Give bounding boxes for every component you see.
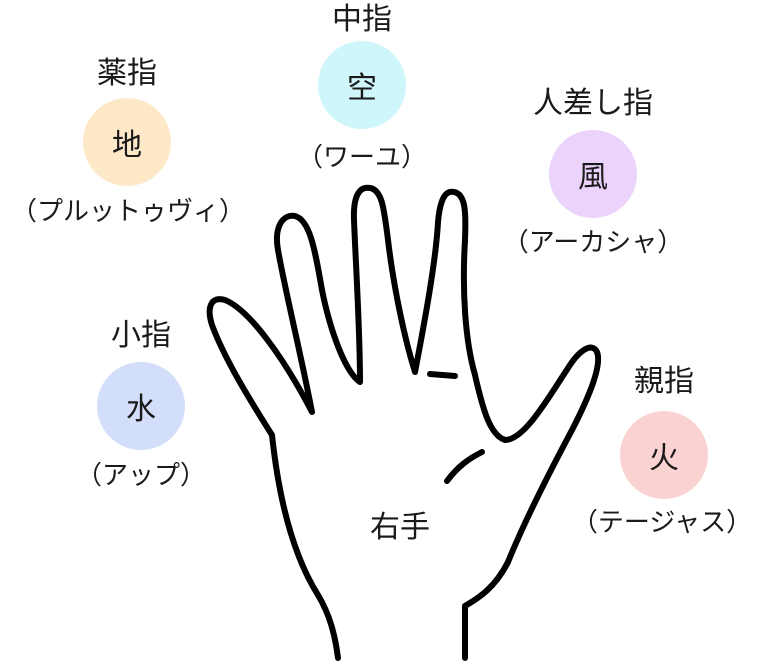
ring-finger-label: 薬指 xyxy=(97,56,157,91)
void-element-reading: （ワーユ） xyxy=(296,143,428,173)
index-finger-label: 人差し指 xyxy=(533,86,653,121)
wind-element-reading: （アーカシャ） xyxy=(502,228,684,258)
earth-element-reading: （プルットゥヴィ） xyxy=(10,197,246,227)
water-element-reading: （アップ） xyxy=(75,461,207,491)
water-element-circle: 水 xyxy=(97,362,185,450)
palm-line-index xyxy=(427,371,458,379)
wind-element-circle: 風 xyxy=(549,130,637,218)
right-hand-label: 右手 xyxy=(370,510,430,545)
palm-line-thumb xyxy=(444,449,485,484)
fire-element-circle: 火 xyxy=(620,411,708,499)
little-finger-label: 小指 xyxy=(111,318,171,353)
void-element-label: 空 xyxy=(347,71,377,106)
fire-element-label: 火 xyxy=(649,441,679,476)
void-element-circle: 空 xyxy=(318,41,406,129)
middle-finger-label: 中指 xyxy=(332,2,392,37)
hand-contour xyxy=(206,184,602,661)
wind-element-label: 風 xyxy=(578,160,608,195)
fire-element-reading: （テージャス） xyxy=(571,508,753,538)
earth-element-circle: 地 xyxy=(83,98,171,186)
earth-element-label: 地 xyxy=(112,128,142,163)
water-element-label: 水 xyxy=(126,392,156,427)
thumb-label: 親指 xyxy=(634,364,694,399)
